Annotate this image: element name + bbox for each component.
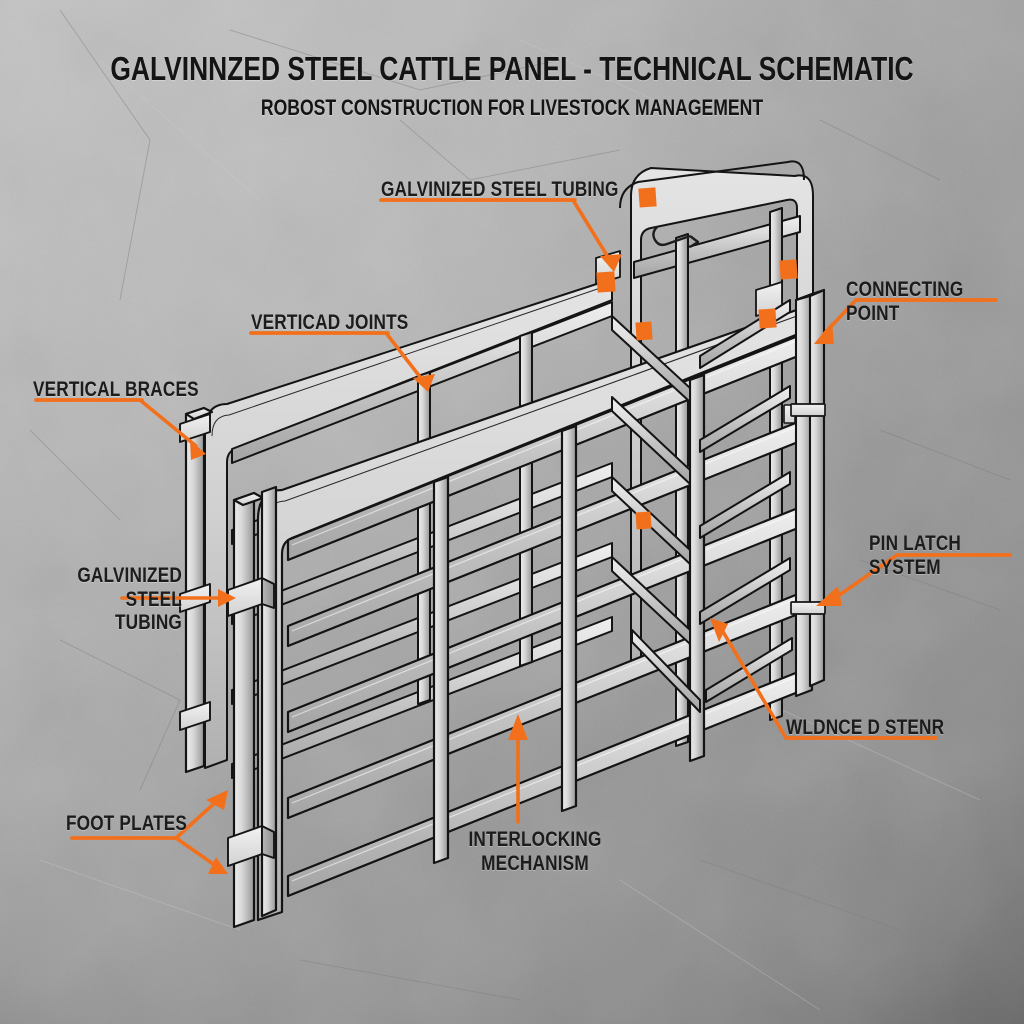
latch-hook-icon xyxy=(652,226,700,249)
leader-interlocking-mechanism xyxy=(508,714,528,824)
connector-markers xyxy=(596,187,798,530)
right-end-posts xyxy=(790,288,826,698)
front-panel xyxy=(256,304,810,922)
leader-galvanized-steel-tubing-left xyxy=(120,589,236,607)
depth-cross-members xyxy=(611,299,793,713)
foot-plates xyxy=(179,413,275,867)
gate-frame-outer xyxy=(630,167,814,677)
cattle-panel-assembly xyxy=(179,160,826,929)
callout-underlines xyxy=(34,198,1012,840)
page-subtitle: ROBOST CONSTRUCTION FOR LIVESTOCK MANAGE… xyxy=(260,95,764,120)
gate-frame-inner xyxy=(619,160,805,209)
weld-collars xyxy=(790,403,826,615)
front-vertical-joints xyxy=(432,373,706,865)
page-title: GALVINNZED STEEL CATTLE PANEL - TECHNICA… xyxy=(110,50,914,87)
